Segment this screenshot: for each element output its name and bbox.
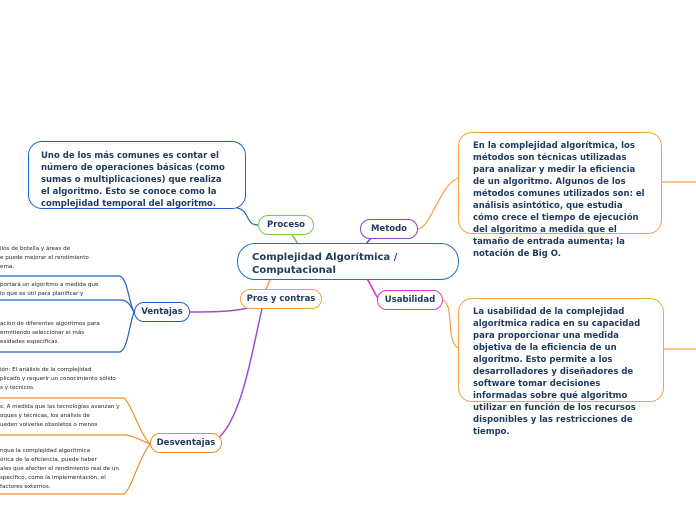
central-topic[interactable]: Complejidad Algorítmica / Computacional (237, 243, 459, 280)
desventaja-item-3-line: nque la complejidad algorítmica (0, 448, 91, 454)
ventaja-item-1-line: llos de botella y áreas de (0, 246, 71, 252)
usabilidad-description-text: La usabilidad de la complejidad algorítm… (473, 307, 641, 437)
ventaja-item-3-line: ación de diferentes algoritmos para (0, 321, 100, 327)
desventaja-item-1-line: s y técnicos. (0, 385, 35, 391)
branch-metodo[interactable]: Metodo (360, 219, 418, 239)
connector-desventajas (209, 308, 263, 445)
desventaja-item-1: ión: El análisis de la complejidad plica… (0, 366, 124, 393)
desventaja-item-3-line: órica de la eficiencia, puede haber (0, 457, 97, 463)
desventaja-item-1-line: plicado y requerir un conocimiento sólid… (0, 376, 116, 382)
branch-desventajas[interactable]: Desventajas (150, 433, 222, 453)
ventaja-item-3: ación de diferentes algoritmos para ermi… (0, 320, 120, 347)
desventaja-item-2-line: oques y técnicas, los análisis de (0, 413, 90, 419)
branch-pros-contras-label: Pros y contras (246, 294, 316, 304)
branch-pros-contras[interactable]: Pros y contras (240, 289, 322, 309)
ventaja-item-2-line: lo que es útil para planificar y (0, 291, 84, 297)
connector-ventaja-2 (0, 299, 135, 313)
branch-usabilidad-label: Usabilidad (384, 295, 436, 305)
ventaja-item-3-line: esidades específicas. (0, 339, 60, 345)
ventaja-item-1: llos de botella y áreas de e puede mejor… (0, 245, 120, 272)
desventaja-item-1-line: ión: El análisis de la complejidad (0, 367, 92, 373)
desventaja-item-2: s: A medida que las tecnologías avanzan … (0, 403, 124, 430)
ventaja-item-3-line: ermitiendo seleccionar el más (0, 330, 85, 336)
ventaja-item-1-line: e puede mejorar el rendimiento (0, 255, 89, 261)
central-topic-line1: Complejidad Algorítmica / (252, 252, 398, 263)
branch-proceso[interactable]: Proceso (258, 215, 314, 235)
desventaja-item-3-line: specífico, como la implementación, el (0, 475, 106, 481)
metodo-description-text: En la complejidad algorítmica, los métod… (473, 141, 645, 259)
ventaja-item-2-line: portará un algoritmo a medida que (0, 282, 99, 288)
desventaja-item-3: nque la complejidad algorítmica órica de… (0, 447, 124, 492)
connector-ventajas (187, 307, 249, 313)
connector-metodo-topic (417, 177, 459, 230)
connector-ventaja-3 (0, 311, 135, 353)
branch-desventajas-label: Desventajas (156, 438, 216, 448)
branch-metodo-label: Metodo (370, 224, 408, 234)
desventaja-item-2-line: s: A medida que las tecnologías avanzan … (0, 404, 120, 410)
connector-desventaja-1 (0, 397, 151, 445)
branch-proceso-label: Proceso (267, 220, 305, 230)
connector-usabilidad-topic (441, 299, 459, 349)
connector-desventaja-3 (0, 443, 151, 495)
branch-ventajas[interactable]: Ventajas (134, 302, 190, 322)
proceso-description[interactable]: Uno de los más comunes es contar el núme… (28, 141, 246, 209)
usabilidad-description[interactable]: La usabilidad de la complejidad algorítm… (458, 298, 664, 437)
branch-usabilidad[interactable]: Usabilidad (377, 290, 443, 310)
metodo-description[interactable]: En la complejidad algorítmica, los métod… (458, 132, 662, 259)
ventaja-item-1-line: ema. (0, 264, 15, 270)
connector-desventaja-2 (0, 434, 151, 445)
ventaja-item-2: portará un algoritmo a medida que lo que… (0, 281, 120, 299)
desventaja-item-2-line: ueden volverse obsoletos o menos (0, 422, 98, 428)
desventaja-item-3-line: factores externos. (0, 484, 51, 490)
branch-ventajas-label: Ventajas (141, 307, 183, 317)
connector-proceso-topic (236, 207, 259, 226)
desventaja-item-3-line: ales que afecten el rendimiento real de … (0, 466, 119, 472)
central-topic-line2: Computacional (252, 265, 336, 276)
proceso-description-text: Uno de los más comunes es contar el núme… (41, 151, 225, 209)
